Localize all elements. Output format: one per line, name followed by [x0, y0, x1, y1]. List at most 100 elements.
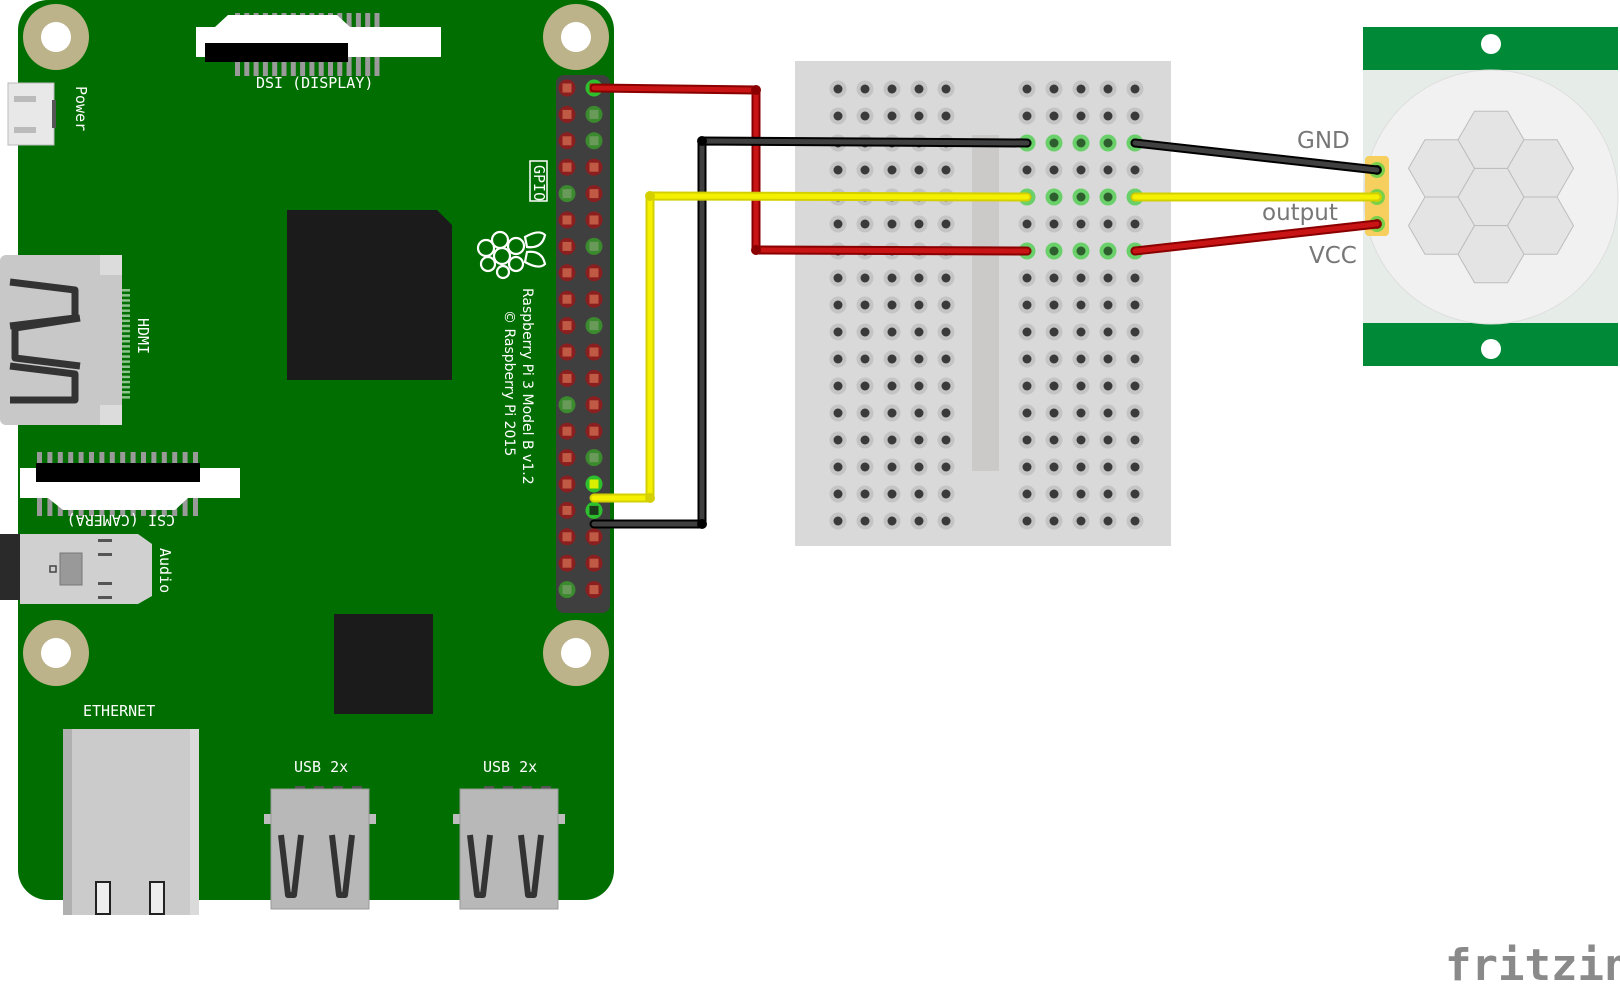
breadboard-hole [1126, 107, 1144, 125]
copyright-text: © Raspberry Pi 2015 [501, 310, 517, 456]
breadboard-hole [1072, 485, 1090, 503]
csi-connector [20, 452, 240, 516]
breadboard-hole [1099, 296, 1117, 314]
usb-slot-icon [329, 834, 355, 898]
breadboard-hole [1126, 296, 1144, 314]
wire-bend [697, 519, 707, 529]
breadboard-hole [1045, 458, 1063, 476]
breadboard-hole [1045, 323, 1063, 341]
breadboard-hole [1099, 107, 1117, 125]
hdmi-tooth [122, 365, 130, 368]
breadboard-hole [856, 431, 874, 449]
breadboard-hole [829, 323, 847, 341]
gpio-pin-right-8 [585, 264, 603, 282]
gpio-pin-right-14 [585, 422, 603, 440]
breadboard-hole [1072, 161, 1090, 179]
hdmi-tooth [122, 345, 130, 348]
breadboard-hole [883, 269, 901, 287]
breadboard-hole [1126, 350, 1144, 368]
gpio-pin-right-9 [585, 290, 603, 308]
breadboard-hole [1045, 269, 1063, 287]
breadboard-hole [1126, 269, 1144, 287]
wire-bend [645, 493, 655, 503]
breadboard-hole [883, 296, 901, 314]
breadboard-hole [1099, 80, 1117, 98]
gpio-pin-left-10 [558, 317, 576, 335]
hdmi-tooth [122, 314, 130, 317]
wires [589, 83, 1382, 529]
breadboard-hole [910, 161, 928, 179]
breadboard-hole [1126, 80, 1144, 98]
breadboard-hole [829, 80, 847, 98]
mount-hole-bl [23, 620, 89, 686]
breadboard-hole [937, 458, 955, 476]
breadboard-hole [1099, 512, 1117, 530]
breadboard-hole [910, 458, 928, 476]
pir-label-gnd: GND [1297, 128, 1350, 154]
gpio-pin-left-7 [558, 237, 576, 255]
breadboard-hole [883, 485, 901, 503]
breadboard-hole [1045, 377, 1063, 395]
breadboard-hole [829, 215, 847, 233]
breadboard-hole [937, 431, 955, 449]
hdmi-tooth [122, 396, 130, 399]
breadboard-hole [829, 296, 847, 314]
breadboard-hole [883, 377, 901, 395]
breadboard-hole [829, 458, 847, 476]
wire-red-rpi-to-breadboard [589, 83, 1032, 256]
wire-bend [751, 85, 761, 95]
breadboard-hole [1018, 485, 1036, 503]
breadboard-hole [937, 404, 955, 422]
wire-bend [645, 191, 655, 201]
pir-mount-hole-top [1481, 34, 1501, 54]
usb-port-2 [453, 786, 565, 910]
gpio-pin-left-13 [558, 396, 576, 414]
breadboard-hole [856, 377, 874, 395]
hdmi-tooth [122, 334, 130, 338]
hdmi-tooth [122, 360, 130, 363]
gpio-pin-left-11 [558, 343, 576, 361]
breadboard-hole [1072, 134, 1090, 152]
gpio-pin-left-2 [558, 105, 576, 123]
usb1-label: USB 2x [294, 758, 348, 776]
breadboard-hole [1126, 161, 1144, 179]
breadboard-hole [1018, 80, 1036, 98]
breadboard-hole [1072, 269, 1090, 287]
breadboard-hole [856, 458, 874, 476]
usb-slot-icon [467, 834, 493, 898]
breadboard-hole [829, 377, 847, 395]
breadboard-hole [1099, 188, 1117, 206]
breadboard-hole [1045, 161, 1063, 179]
breadboard-hole [910, 296, 928, 314]
breadboard-hole [1045, 296, 1063, 314]
pir-sensor: GND output VCC [1262, 27, 1619, 366]
ethernet-port [63, 729, 199, 915]
gpio-pin-right-16 [585, 475, 603, 493]
gpio-pin-right-10 [585, 317, 603, 335]
breadboard-hole [1126, 458, 1144, 476]
breadboard-hole [1018, 404, 1036, 422]
breadboard-hole [1018, 107, 1036, 125]
breadboard-hole [937, 377, 955, 395]
gpio-pin-right-15 [585, 449, 603, 467]
usb2-label: USB 2x [483, 758, 537, 776]
wire-black-rpi-to-breadboard [589, 136, 1032, 529]
breadboard-hole [1018, 350, 1036, 368]
breadboard-hole [883, 458, 901, 476]
hdmi-label: HDMI [134, 318, 152, 354]
breadboard-hole [1126, 377, 1144, 395]
usb-slot-icon [518, 834, 544, 898]
breadboard-hole [1126, 485, 1144, 503]
gpio-pin-left-4 [558, 158, 576, 176]
breadboard-hole [856, 296, 874, 314]
gpio-pin-right-7 [585, 237, 603, 255]
hdmi-tooth [122, 375, 130, 379]
gpio-pin-left-18 [558, 528, 576, 546]
ethernet-label: ETHERNET [83, 702, 155, 720]
gpio-pin-left-15 [558, 449, 576, 467]
gpio-label-box: GPIO [529, 160, 548, 202]
gpio-pin-right-19 [585, 554, 603, 572]
breadboard-hole [829, 350, 847, 368]
hdmi-tooth [122, 299, 130, 302]
